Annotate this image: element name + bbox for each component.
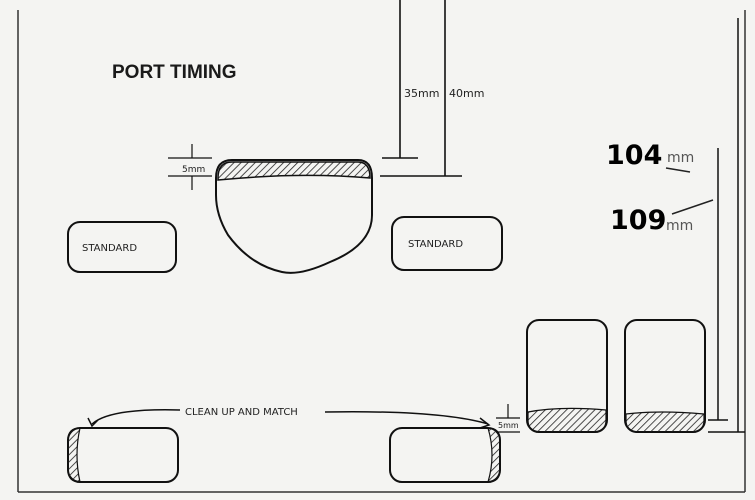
callout-104-leader	[665, 167, 691, 173]
dimension-35mm: 35mm	[404, 87, 439, 100]
callout-104-unit: mm	[667, 150, 694, 166]
main-exhaust-port	[215, 159, 373, 274]
hatch-dimension-bottom	[496, 404, 520, 433]
clean-up-arrow	[87, 409, 491, 429]
long-dimension-lines	[708, 18, 745, 433]
callout-109-leader	[671, 199, 714, 215]
frame	[17, 10, 746, 493]
hatch-dimension-top	[168, 144, 212, 190]
callout-104-value: 104	[606, 140, 662, 171]
standard-port-left-label: STANDARD	[82, 243, 137, 254]
standard-port-right	[391, 216, 503, 271]
bottom-port-right	[389, 427, 501, 483]
dimension-5mm-top: 5mm	[182, 165, 205, 175]
callout-109-unit: mm	[666, 218, 693, 234]
transfer-port-hatched	[526, 319, 608, 433]
dimension-40mm: 40mm	[449, 87, 484, 100]
standard-port-right-label: STANDARD	[408, 239, 463, 250]
page-title: PORT TIMING	[112, 62, 237, 83]
clean-up-note: CLEAN UP AND MATCH	[185, 407, 298, 418]
top-dimension-lines	[380, 0, 462, 177]
bottom-port-left	[67, 427, 179, 483]
standard-port-left	[67, 221, 177, 273]
transfer-port-hatched-2	[624, 319, 706, 433]
callout-109-value: 109	[610, 205, 666, 236]
dimension-5mm-bottom: 5mm	[498, 421, 519, 430]
